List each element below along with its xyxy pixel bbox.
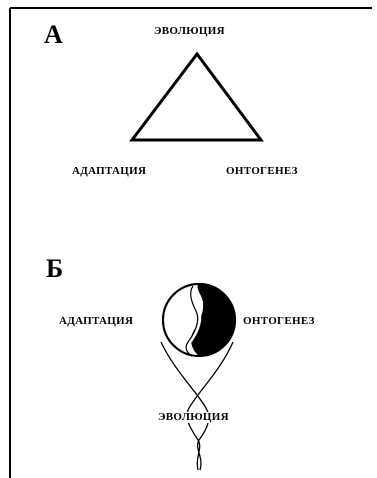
triangle-diagram <box>132 54 261 140</box>
panel-a-right-label: ОНТОГЕНЕЗ <box>226 166 298 177</box>
panel-b-left-label: АДАПТАЦИЯ <box>59 316 133 327</box>
yin-yang-circle <box>163 284 235 356</box>
panel-a-letter: А <box>44 22 63 48</box>
balloon-string-left <box>161 342 209 470</box>
balloon-string-right <box>187 342 233 470</box>
panel-b-right-label: ОНТОГЕНЕЗ <box>243 316 315 327</box>
panel-b-letter: Б <box>46 256 63 282</box>
panel-a-top-label: ЭВОЛЮЦИЯ <box>154 26 225 37</box>
panel-b-bottom-label: ЭВОЛЮЦИЯ <box>156 412 231 423</box>
panel-a-left-label: АДАПТАЦИЯ <box>72 166 146 177</box>
